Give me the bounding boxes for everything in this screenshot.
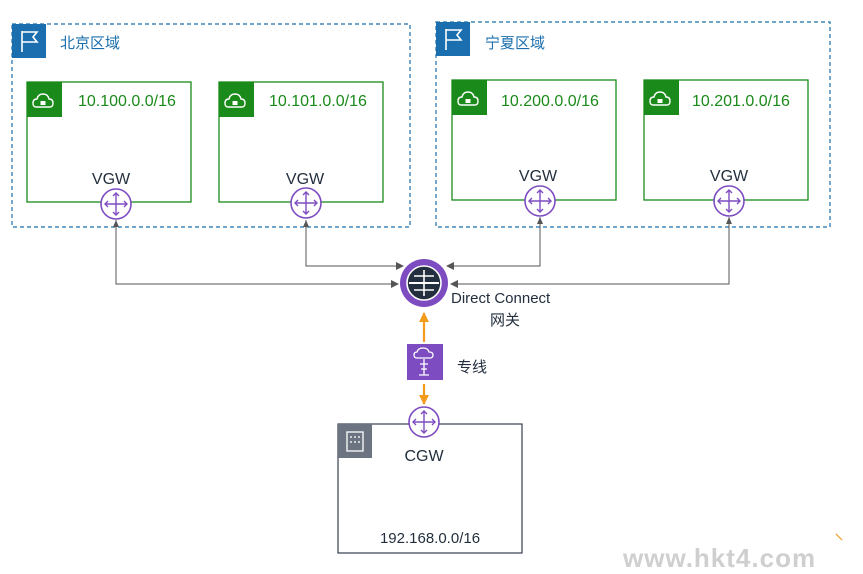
flag-icon — [12, 24, 46, 58]
vpc-cidr: 10.201.0.0/16 — [692, 93, 790, 110]
connector-vgw-4 — [450, 217, 730, 288]
vgw-label: VGW — [286, 171, 325, 188]
decorative-mark — [835, 533, 843, 541]
router-icon — [408, 406, 440, 438]
cloud-lock-icon — [219, 82, 254, 117]
vpc-box: 10.200.0.0/16 VGW — [451, 79, 617, 217]
router-icon — [713, 185, 745, 217]
vpc-box: 10.201.0.0/16 VGW — [643, 79, 809, 217]
connector-lines — [113, 217, 732, 288]
cloud-lock-icon — [644, 80, 679, 115]
cgw-label: CGW — [404, 448, 444, 465]
direct-connect-gateway-icon — [400, 259, 448, 307]
dx-gateway-label: Direct Connect — [451, 290, 551, 307]
router-icon — [100, 188, 132, 220]
connection-label: 专线 — [457, 359, 487, 376]
vgw-label: VGW — [92, 171, 131, 188]
region-label-beijing: 北京区域 — [60, 35, 120, 52]
direct-connect-gateway: Direct Connect 网关 — [400, 259, 551, 329]
router-icon — [290, 187, 322, 219]
connector-vgw-2 — [305, 220, 404, 270]
router-icon — [524, 185, 556, 217]
vpc-cidr: 10.101.0.0/16 — [269, 93, 367, 110]
direct-connect-link: 专线 — [407, 312, 487, 405]
dx-gateway-label-line2: 网关 — [490, 312, 520, 329]
vpc-box: 10.100.0.0/16 VGW — [26, 81, 192, 220]
vpc-cidr: 10.100.0.0/16 — [78, 93, 176, 110]
direct-connect-icon — [407, 344, 443, 380]
vgw-label: VGW — [519, 168, 558, 185]
vpc-cidr: 10.200.0.0/16 — [501, 93, 599, 110]
region-ningxia: 宁夏区域 10.200.0.0/16 VGW 10.201.0.0/16 VGW — [435, 21, 831, 228]
connector-vgw-1 — [115, 220, 399, 288]
vpc-box: 10.101.0.0/16 VGW — [218, 81, 384, 219]
region-beijing: 北京区域 10.100.0.0/16 VGW 10.101.0.0/16 VGW — [11, 23, 411, 228]
region-label-ningxia: 宁夏区域 — [485, 35, 545, 52]
cloud-lock-icon — [27, 82, 62, 117]
cloud-lock-icon — [452, 80, 487, 115]
building-icon — [338, 424, 372, 458]
connector-vgw-3 — [446, 217, 541, 270]
datacenter: CGW 192.168.0.0/16 — [337, 406, 523, 554]
flag-icon — [436, 22, 470, 56]
datacenter-cidr: 192.168.0.0/16 — [380, 530, 480, 547]
vgw-label: VGW — [710, 168, 749, 185]
watermark: www.hkt4.com — [622, 543, 816, 573]
